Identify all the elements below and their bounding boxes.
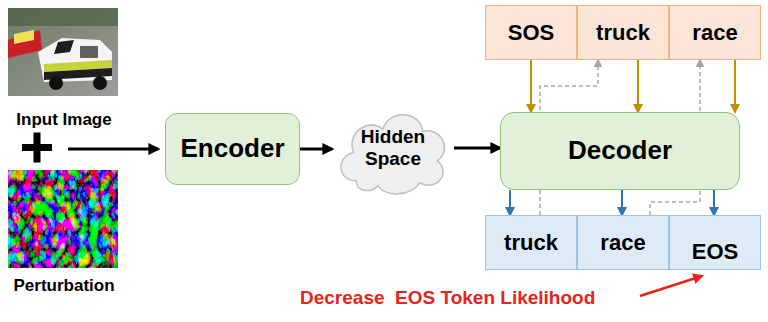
image-label: Input Image bbox=[8, 110, 120, 130]
input-token-box: truck bbox=[577, 5, 669, 60]
node-text: truck bbox=[596, 20, 650, 45]
node-text: EOS bbox=[692, 239, 738, 264]
leader-arrow bbox=[640, 276, 702, 296]
node-text: race bbox=[692, 20, 737, 45]
output-token-box: race bbox=[577, 215, 669, 270]
connector-arrow bbox=[300, 148, 332, 151]
input-image bbox=[8, 8, 118, 96]
node-text: race bbox=[600, 230, 645, 255]
encoder-box: Encoder bbox=[165, 113, 300, 185]
connector-arrow bbox=[734, 60, 736, 112]
input-arrow bbox=[68, 148, 158, 151]
perturbation-image bbox=[8, 170, 118, 268]
connector-arrow bbox=[637, 60, 639, 112]
image-label: Perturbation bbox=[2, 276, 126, 296]
plus-symbol bbox=[22, 133, 52, 163]
input-token-box: race bbox=[669, 5, 761, 60]
connector-arrow bbox=[713, 190, 715, 215]
output-token-box: truck bbox=[485, 215, 577, 270]
cloud-shape bbox=[341, 115, 444, 194]
connector-arrow bbox=[621, 190, 623, 215]
decoder-box: Decoder bbox=[500, 112, 740, 190]
node-text: Decoder bbox=[568, 136, 672, 166]
node-text: truck bbox=[504, 230, 558, 255]
input-token-box: SOS bbox=[485, 5, 577, 60]
connector-arrow bbox=[509, 190, 511, 215]
output-token-box: EOS bbox=[669, 215, 761, 270]
annotation-text: Decrease EOS Token Likelihood bbox=[300, 287, 595, 309]
node-text: Encoder bbox=[180, 134, 284, 164]
node-text: Hidden Space bbox=[350, 126, 436, 170]
connector-arrow bbox=[454, 147, 500, 150]
connector-arrow bbox=[530, 60, 532, 112]
hidden-space-cloud: Hidden Space bbox=[332, 100, 454, 196]
node-text: SOS bbox=[508, 20, 554, 45]
